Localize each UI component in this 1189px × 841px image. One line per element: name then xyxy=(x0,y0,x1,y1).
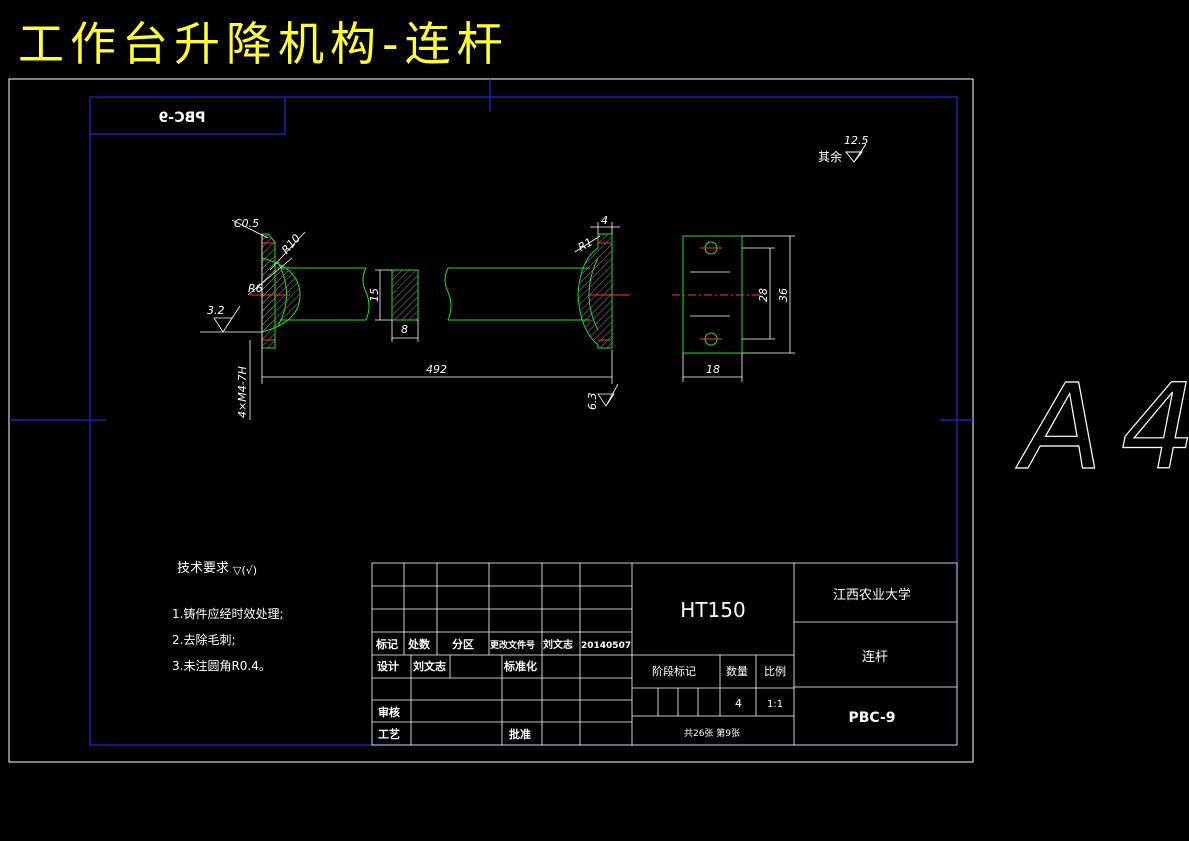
svg-text:技术要求: 技术要求 xyxy=(177,561,229,576)
svg-text:更改文件号: 更改文件号 xyxy=(490,639,535,651)
svg-text:批准: 批准 xyxy=(509,727,531,741)
page-title: 工作台升降机构-连杆 xyxy=(18,17,509,71)
svg-text:刘文志: 刘文志 xyxy=(413,659,446,673)
svg-text:江西农业大学: 江西农业大学 xyxy=(833,587,911,603)
drawing-number-mirrored: PBC-9 xyxy=(158,110,205,126)
svg-text:标记: 标记 xyxy=(375,637,398,651)
link-side-view xyxy=(672,235,760,354)
svg-text:12.5: 12.5 xyxy=(844,134,869,147)
svg-text:分区: 分区 xyxy=(452,637,474,651)
svg-text:处数: 处数 xyxy=(407,637,431,651)
svg-text:审核: 审核 xyxy=(378,705,400,719)
svg-text:▽(√): ▽(√) xyxy=(233,564,257,577)
svg-text:阶段标记: 阶段标记 xyxy=(652,664,696,678)
dimension-lines xyxy=(200,219,795,420)
svg-text:其余: 其余 xyxy=(818,149,842,164)
link-left-end xyxy=(250,233,370,349)
svg-text:492: 492 xyxy=(426,363,447,376)
svg-text:3.2: 3.2 xyxy=(207,304,225,317)
centering-marks xyxy=(9,79,973,421)
svg-text:1.铸件应经时效处理;: 1.铸件应经时效处理; xyxy=(172,606,284,621)
outer-sheet-border xyxy=(8,78,974,763)
svg-text:3.未注圆角R0.4。: 3.未注圆角R0.4。 xyxy=(172,658,271,673)
svg-text:R6: R6 xyxy=(248,282,263,295)
svg-text:连杆: 连杆 xyxy=(862,649,888,665)
svg-text:数量: 数量 xyxy=(726,665,748,678)
svg-text:4: 4 xyxy=(601,214,608,227)
surface-finish-note: 其余 12.5 xyxy=(818,134,869,164)
svg-text:刘文志: 刘文志 xyxy=(543,638,573,651)
svg-text:20140507: 20140507 xyxy=(581,641,631,651)
sheet-size-label: A4 xyxy=(1015,358,1189,496)
svg-text:18: 18 xyxy=(706,363,720,376)
svg-text:8: 8 xyxy=(401,323,408,336)
svg-text:15: 15 xyxy=(368,288,381,302)
svg-text:C0.5: C0.5 xyxy=(234,217,259,230)
svg-text:1:1: 1:1 xyxy=(767,699,783,710)
svg-text:标准化: 标准化 xyxy=(503,659,537,673)
link-right-end xyxy=(444,233,630,349)
svg-text:HT150: HT150 xyxy=(680,598,745,622)
svg-text:比例: 比例 xyxy=(764,664,786,678)
svg-text:6.3: 6.3 xyxy=(586,393,599,411)
drawing-number-box xyxy=(89,96,286,135)
svg-text:共26张 第9张: 共26张 第9张 xyxy=(684,727,740,739)
link-cross-section xyxy=(375,269,419,342)
technical-requirements: 技术要求 ▽(√) 1.铸件应经时效处理; 2.去除毛刺; 3.未注圆角R0.4… xyxy=(172,561,284,673)
svg-text:PBC-9: PBC-9 xyxy=(848,710,895,726)
svg-text:设计: 设计 xyxy=(377,659,399,673)
svg-text:R1: R1 xyxy=(576,235,595,254)
svg-text:R10: R10 xyxy=(279,232,303,257)
svg-text:36: 36 xyxy=(777,288,790,302)
svg-text:4×M4-7H: 4×M4-7H xyxy=(236,366,249,418)
svg-text:2.去除毛刺;: 2.去除毛刺; xyxy=(172,632,236,647)
svg-text:4: 4 xyxy=(735,697,742,710)
svg-text:工艺: 工艺 xyxy=(378,727,400,741)
title-block xyxy=(371,562,958,746)
title-block-texts: HT150 江西农业大学 连杆 PBC-9 标记 处数 分区 更改文件号 刘文志… xyxy=(375,587,911,741)
svg-text:28: 28 xyxy=(757,288,770,302)
